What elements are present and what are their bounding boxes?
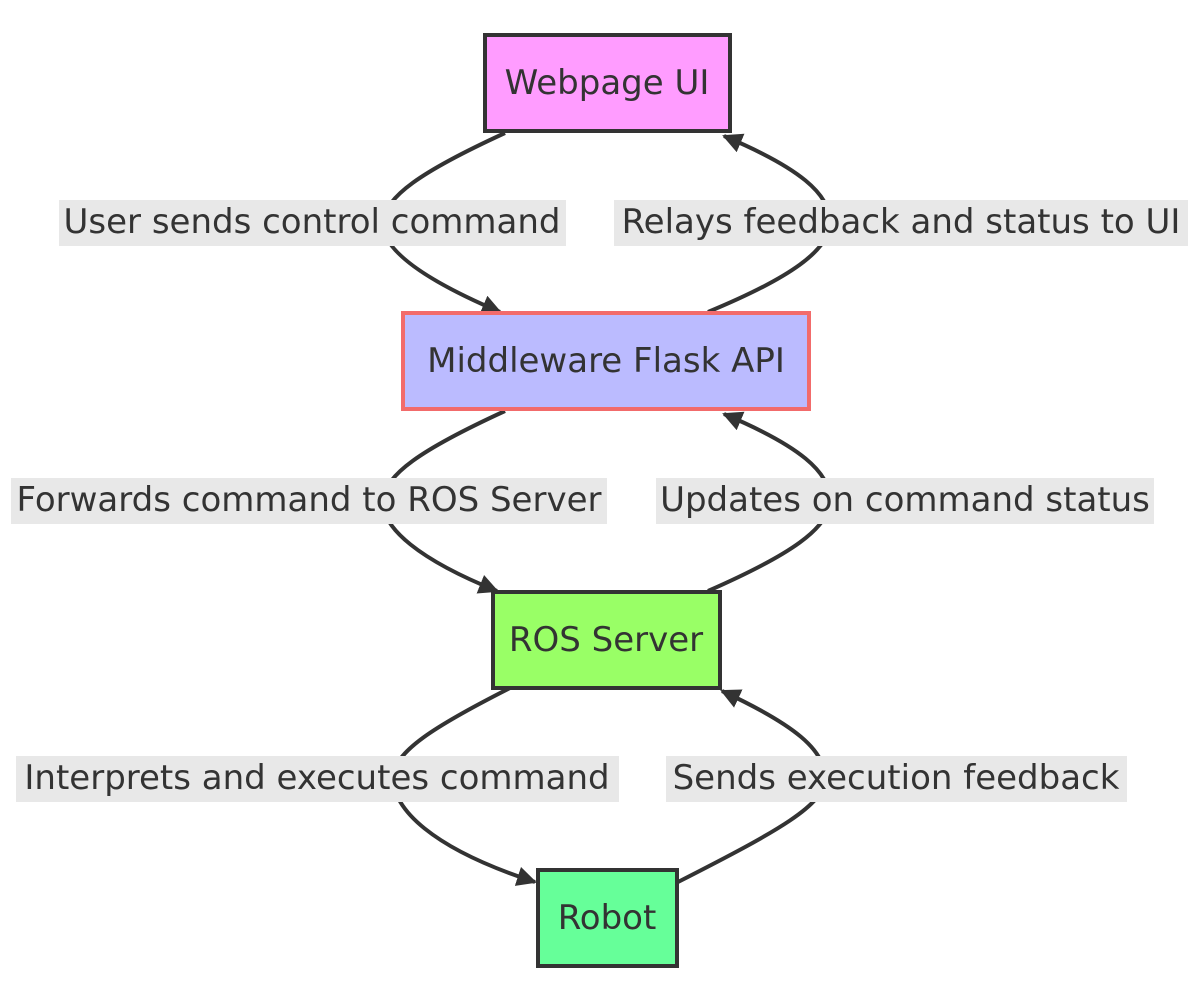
edge-user-command: User sends control command xyxy=(59,200,566,246)
edge-forward-command-label: Forwards command to ROS Server xyxy=(17,480,602,520)
node-middleware-flask-api-box xyxy=(401,311,811,411)
edge-user-command-label-bg xyxy=(59,200,566,246)
node-webpage-ui-box xyxy=(483,33,732,133)
edge-execute-command: Interprets and executes command xyxy=(16,756,619,802)
edge-status-updates: Updates on command status xyxy=(656,478,1154,524)
node-middleware-flask-api-label: Middleware Flask API xyxy=(427,341,785,381)
edge-forward-command: Forwards command to ROS Server xyxy=(11,478,607,524)
node-middleware-flask-api: Middleware Flask API xyxy=(401,311,811,411)
node-ros-server: ROS Server xyxy=(491,590,722,690)
edge-execute-command-label-bg xyxy=(16,756,619,802)
edge-relay-feedback-label: Relays feedback and status to UI xyxy=(622,202,1181,242)
nodes-layer: Webpage UI Middleware Flask API ROS Serv… xyxy=(401,33,811,968)
edge-execute-command-label: Interprets and executes command xyxy=(24,758,609,798)
edge-relay-feedback-label-bg xyxy=(614,200,1188,246)
node-robot: Robot xyxy=(536,868,679,968)
edge-status-updates-label-bg xyxy=(656,478,1154,524)
edge-status-updates-label: Updates on command status xyxy=(660,480,1150,520)
node-robot-label: Robot xyxy=(558,898,657,938)
edge-execution-feedback-label-bg xyxy=(666,756,1127,802)
edge-relay-feedback: Relays feedback and status to UI xyxy=(614,200,1188,246)
edge-forward-command-label-bg xyxy=(11,478,607,524)
node-webpage-ui-label: Webpage UI xyxy=(505,63,710,103)
node-webpage-ui: Webpage UI xyxy=(483,33,732,133)
edge-execution-feedback: Sends execution feedback xyxy=(666,756,1127,802)
edge-execution-feedback-label: Sends execution feedback xyxy=(673,758,1120,798)
edge-user-command-label: User sends control command xyxy=(64,202,561,242)
edge-labels-layer: User sends control command Relays feedba… xyxy=(11,200,1188,802)
node-robot-box xyxy=(536,868,679,968)
node-ros-server-box xyxy=(491,590,722,690)
node-ros-server-label: ROS Server xyxy=(509,620,703,660)
